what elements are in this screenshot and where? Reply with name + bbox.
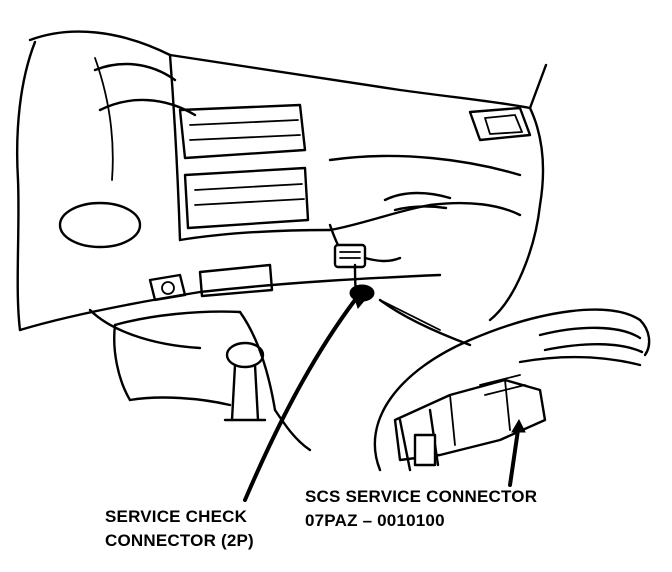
lower-dash bbox=[88, 263, 312, 452]
scs-connector bbox=[393, 326, 644, 472]
center-vents bbox=[178, 103, 310, 230]
service-check-label-line2: CONNECTOR (2P) bbox=[105, 531, 254, 550]
shift-lever bbox=[223, 341, 267, 422]
steering-hub bbox=[58, 201, 142, 249]
scs-leader bbox=[508, 418, 526, 487]
scs-service-connector-label: SCS SERVICE CONNECTOR 07PAZ – 0010100 bbox=[305, 485, 537, 533]
upper-vent bbox=[178, 103, 307, 160]
scs-label-line2: 07PAZ – 0010100 bbox=[305, 511, 445, 530]
service-check-label-line1: SERVICE CHECK bbox=[105, 507, 248, 526]
service-check-connector-label: SERVICE CHECK CONNECTOR (2P) bbox=[105, 505, 254, 553]
dashboard-outline bbox=[15, 30, 548, 332]
ignition-switch bbox=[148, 273, 187, 302]
glove-box bbox=[328, 106, 532, 212]
passenger-vent bbox=[468, 106, 532, 142]
lower-vent bbox=[183, 166, 310, 230]
service-check-connector bbox=[328, 223, 441, 331]
service-check-leader bbox=[243, 289, 369, 502]
scs-label-line1: SCS SERVICE CONNECTOR bbox=[305, 487, 538, 506]
inset-bubble bbox=[373, 298, 651, 472]
steering-column bbox=[58, 62, 197, 249]
